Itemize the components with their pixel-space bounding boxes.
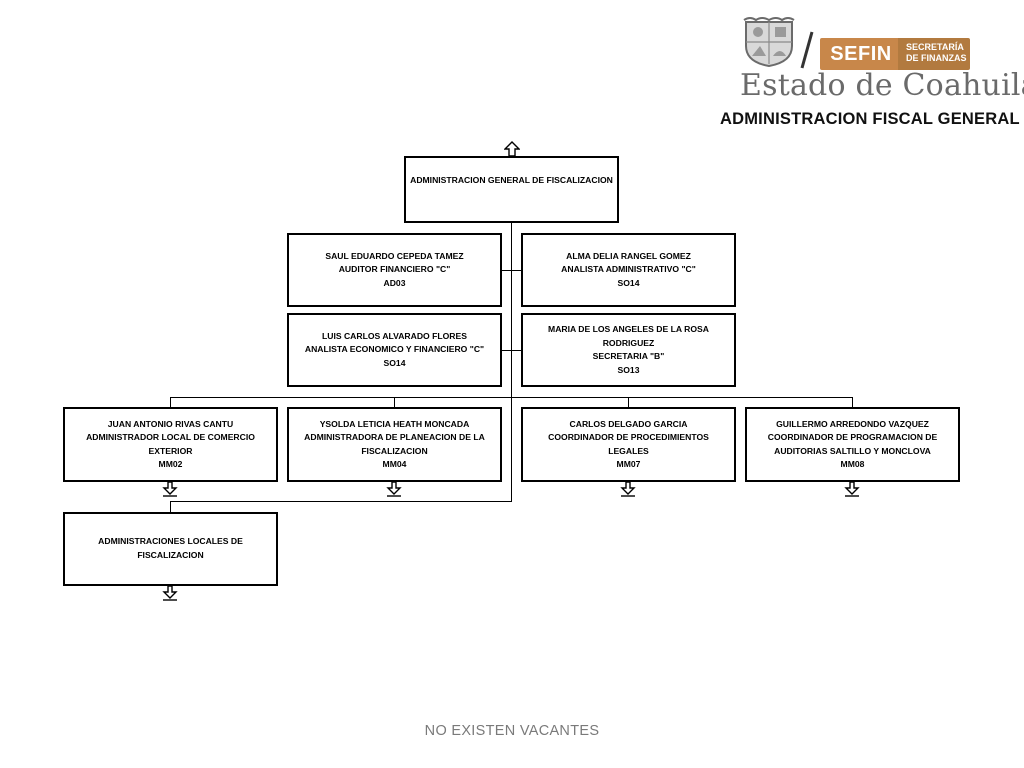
org-staff-box: MARIA DE LOS ANGELES DE LA ROSA RODRIGUE…: [521, 313, 736, 387]
down-arrow-icon[interactable]: [844, 481, 860, 497]
up-arrow-icon[interactable]: [504, 141, 520, 157]
manager-position: FISCALIZACION: [361, 445, 428, 456]
connector-main-trunk: [511, 222, 512, 501]
connector-manager-4: [852, 397, 853, 408]
manager-position: AUDITORIAS SALTILLO Y MONCLOVA: [774, 445, 931, 456]
staff-code: AD03: [383, 277, 406, 288]
staff-position: ANALISTA ECONOMICO Y FINANCIERO "C": [304, 344, 485, 355]
manager-code: MM08: [840, 459, 865, 469]
manager-name: YSOLDA LETICIA HEATH MONCADA: [319, 418, 470, 429]
manager-code: MM04: [382, 459, 407, 469]
manager-position: ADMINISTRADOR LOCAL DE COMERCIO: [86, 432, 255, 442]
sefin-logo: SEFIN SECRETARÍA DE FINANZAS: [820, 38, 970, 70]
manager-position: COORDINADOR DE PROGRAMACION DE: [767, 432, 938, 442]
connector-managers-bus: [170, 397, 853, 398]
org-manager-box: YSOLDA LETICIA HEATH MONCADA ADMINISTRAD…: [287, 407, 502, 482]
manager-code: MM07: [616, 459, 641, 469]
connector-manager-2: [394, 397, 395, 408]
sefin-logo-badge: SEFIN: [820, 38, 902, 70]
vacancy-note: NO EXISTEN VACANTES: [424, 723, 600, 739]
manager-name: GUILLERMO ARREDONDO VAZQUEZ: [776, 418, 929, 429]
staff-name: ALMA DELIA RANGEL GOMEZ: [566, 250, 691, 261]
connector-manager-3: [628, 397, 629, 408]
staff-code: SO14: [617, 277, 640, 288]
staff-position: AUDITOR FINANCIERO "C": [338, 264, 451, 275]
manager-position: ADMINISTRADORA DE PLANEACION DE LA: [304, 432, 485, 442]
staff-name: SAUL EDUARDO CEPEDA TAMEZ: [325, 250, 464, 261]
org-root-box: ADMINISTRACION GENERAL DE FISCALIZACION: [404, 156, 619, 223]
manager-code: MM02: [158, 459, 183, 469]
agency-name: ADMINISTRACION FISCAL GENERAL: [720, 110, 1020, 128]
staff-position: ANALISTA ADMINISTRATIVO "C": [561, 264, 696, 275]
state-coat-of-arms-logo: [743, 17, 795, 68]
state-name: Estado de Coahuila: [740, 68, 1024, 103]
sefin-logo-text-line2: DE FINANZAS: [906, 53, 967, 63]
down-arrow-icon[interactable]: [620, 481, 636, 497]
down-arrow-icon[interactable]: [386, 481, 402, 497]
staff-name: MARIA DE LOS ANGELES DE LA ROSA RODRIGUE…: [548, 324, 709, 348]
sefin-logo-text-line1: SECRETARÍA: [906, 42, 964, 52]
org-staff-box: ALMA DELIA RANGEL GOMEZ ANALISTA ADMINIS…: [521, 233, 736, 307]
org-manager-box: JUAN ANTONIO RIVAS CANTU ADMINISTRADOR L…: [63, 407, 278, 482]
manager-position: COORDINADOR DE PROCEDIMIENTOS LEGALES: [548, 432, 709, 456]
org-staff-box: SAUL EDUARDO CEPEDA TAMEZ AUDITOR FINANC…: [287, 233, 502, 307]
sub-unit-title: ADMINISTRACIONES LOCALES DE FISCALIZACIO…: [98, 536, 243, 560]
manager-name: JUAN ANTONIO RIVAS CANTU: [107, 418, 234, 429]
manager-position: EXTERIOR: [148, 445, 193, 456]
org-staff-box: LUIS CARLOS ALVARADO FLORES ANALISTA ECO…: [287, 313, 502, 387]
connector-manager-1: [170, 397, 171, 408]
manager-name: CARLOS DELGADO GARCIA: [569, 418, 688, 429]
org-manager-box: GUILLERMO ARREDONDO VAZQUEZ COORDINADOR …: [745, 407, 960, 482]
connector-sub-unit-bus: [170, 501, 512, 502]
connector-sub-unit: [170, 501, 171, 513]
down-arrow-icon[interactable]: [162, 481, 178, 497]
org-manager-box: CARLOS DELGADO GARCIA COORDINADOR DE PRO…: [521, 407, 736, 482]
staff-position: SECRETARIA "B": [592, 351, 665, 361]
connector-staff-row2: [501, 350, 522, 351]
org-sub-unit-box: ADMINISTRACIONES LOCALES DE FISCALIZACIO…: [63, 512, 278, 586]
connector-staff-row1: [501, 270, 522, 271]
brand-divider-slash: [800, 31, 814, 69]
down-arrow-icon[interactable]: [162, 585, 178, 601]
staff-code: SO13: [617, 364, 640, 375]
staff-name: LUIS CARLOS ALVARADO FLORES: [322, 330, 467, 341]
staff-code: SO14: [383, 357, 406, 368]
org-root-title: ADMINISTRACION GENERAL DE FISCALIZACION: [410, 175, 613, 185]
sefin-logo-text: SECRETARÍA DE FINANZAS: [898, 38, 970, 70]
